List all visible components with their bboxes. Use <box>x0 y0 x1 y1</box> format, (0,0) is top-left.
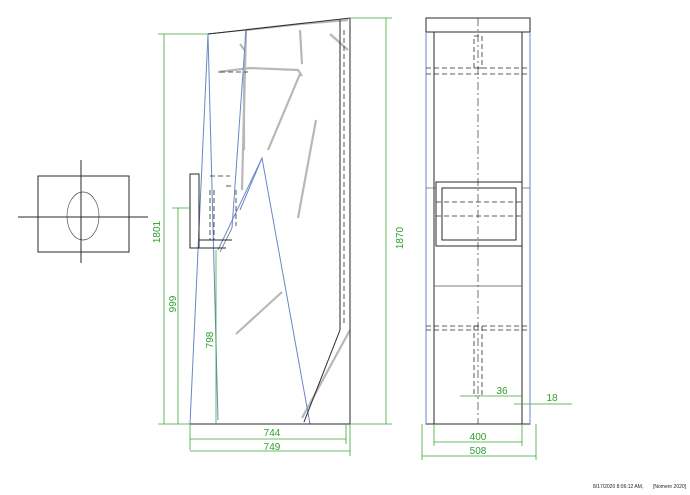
footer-tag: [Nomenr 2020] <box>653 484 687 490</box>
port-ellipse <box>66 191 100 241</box>
dim-label-1801: 1801 <box>152 220 163 243</box>
dim-label-798: 798 <box>205 331 216 348</box>
footer-timestamp: 8/17/2020 8:06:12 AM, <box>593 484 643 490</box>
dim-label-18: 18 <box>546 393 558 404</box>
cabinet-outline <box>190 17 351 425</box>
dim-label-744: 744 <box>264 428 281 439</box>
dim-label-508: 508 <box>470 446 487 457</box>
port-detail-panel <box>37 175 130 253</box>
dim-400 <box>433 424 523 446</box>
port-tube-side <box>189 173 232 249</box>
dim-999 <box>172 207 190 424</box>
dim-1801 <box>158 33 208 425</box>
port-detail-view <box>18 160 148 263</box>
dim-744 <box>189 424 347 450</box>
dim-749 <box>190 424 351 456</box>
internal-bracing <box>217 18 351 419</box>
port-frame-front <box>426 181 530 247</box>
side-view: 1801 999 798 1870 744 749 <box>152 17 406 456</box>
cabinet-outline-blue <box>189 29 311 425</box>
dim-label-36: 36 <box>496 386 508 397</box>
dim-label-999: 999 <box>168 295 179 312</box>
dim-1870 <box>350 17 392 425</box>
dim-508 <box>421 424 537 460</box>
front-view: 36 18 400 508 <box>421 17 572 460</box>
dim-label-400: 400 <box>470 432 487 443</box>
dim-label-749: 749 <box>264 442 281 453</box>
dim-label-1870: 1870 <box>395 226 406 249</box>
